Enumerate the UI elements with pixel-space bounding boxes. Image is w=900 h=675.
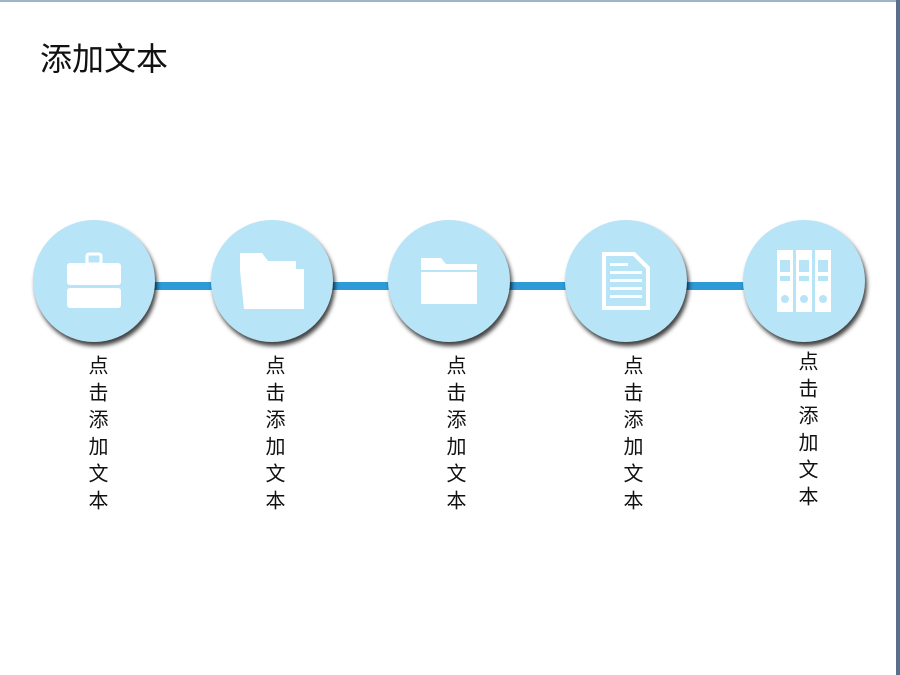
step-3-label[interactable]: 点击添加文本 bbox=[443, 355, 467, 517]
step-3-circle[interactable] bbox=[388, 220, 510, 342]
open-folder-icon bbox=[240, 253, 304, 309]
right-border bbox=[896, 0, 900, 675]
step-5-label[interactable]: 点击添加文本 bbox=[795, 351, 819, 513]
folder-icon bbox=[421, 258, 477, 304]
top-border bbox=[0, 0, 900, 2]
binders-icon bbox=[777, 250, 831, 312]
document-icon bbox=[602, 252, 650, 310]
step-5-circle[interactable] bbox=[743, 220, 865, 342]
step-1-circle[interactable] bbox=[33, 220, 155, 342]
step-2-circle[interactable] bbox=[211, 220, 333, 342]
step-4-label[interactable]: 点击添加文本 bbox=[620, 355, 644, 517]
step-2-label[interactable]: 点击添加文本 bbox=[262, 355, 286, 517]
slide-title[interactable]: 添加文本 bbox=[40, 40, 169, 78]
step-1-label[interactable]: 点击添加文本 bbox=[85, 355, 109, 517]
step-4-circle[interactable] bbox=[565, 220, 687, 342]
briefcase-icon bbox=[67, 252, 121, 308]
